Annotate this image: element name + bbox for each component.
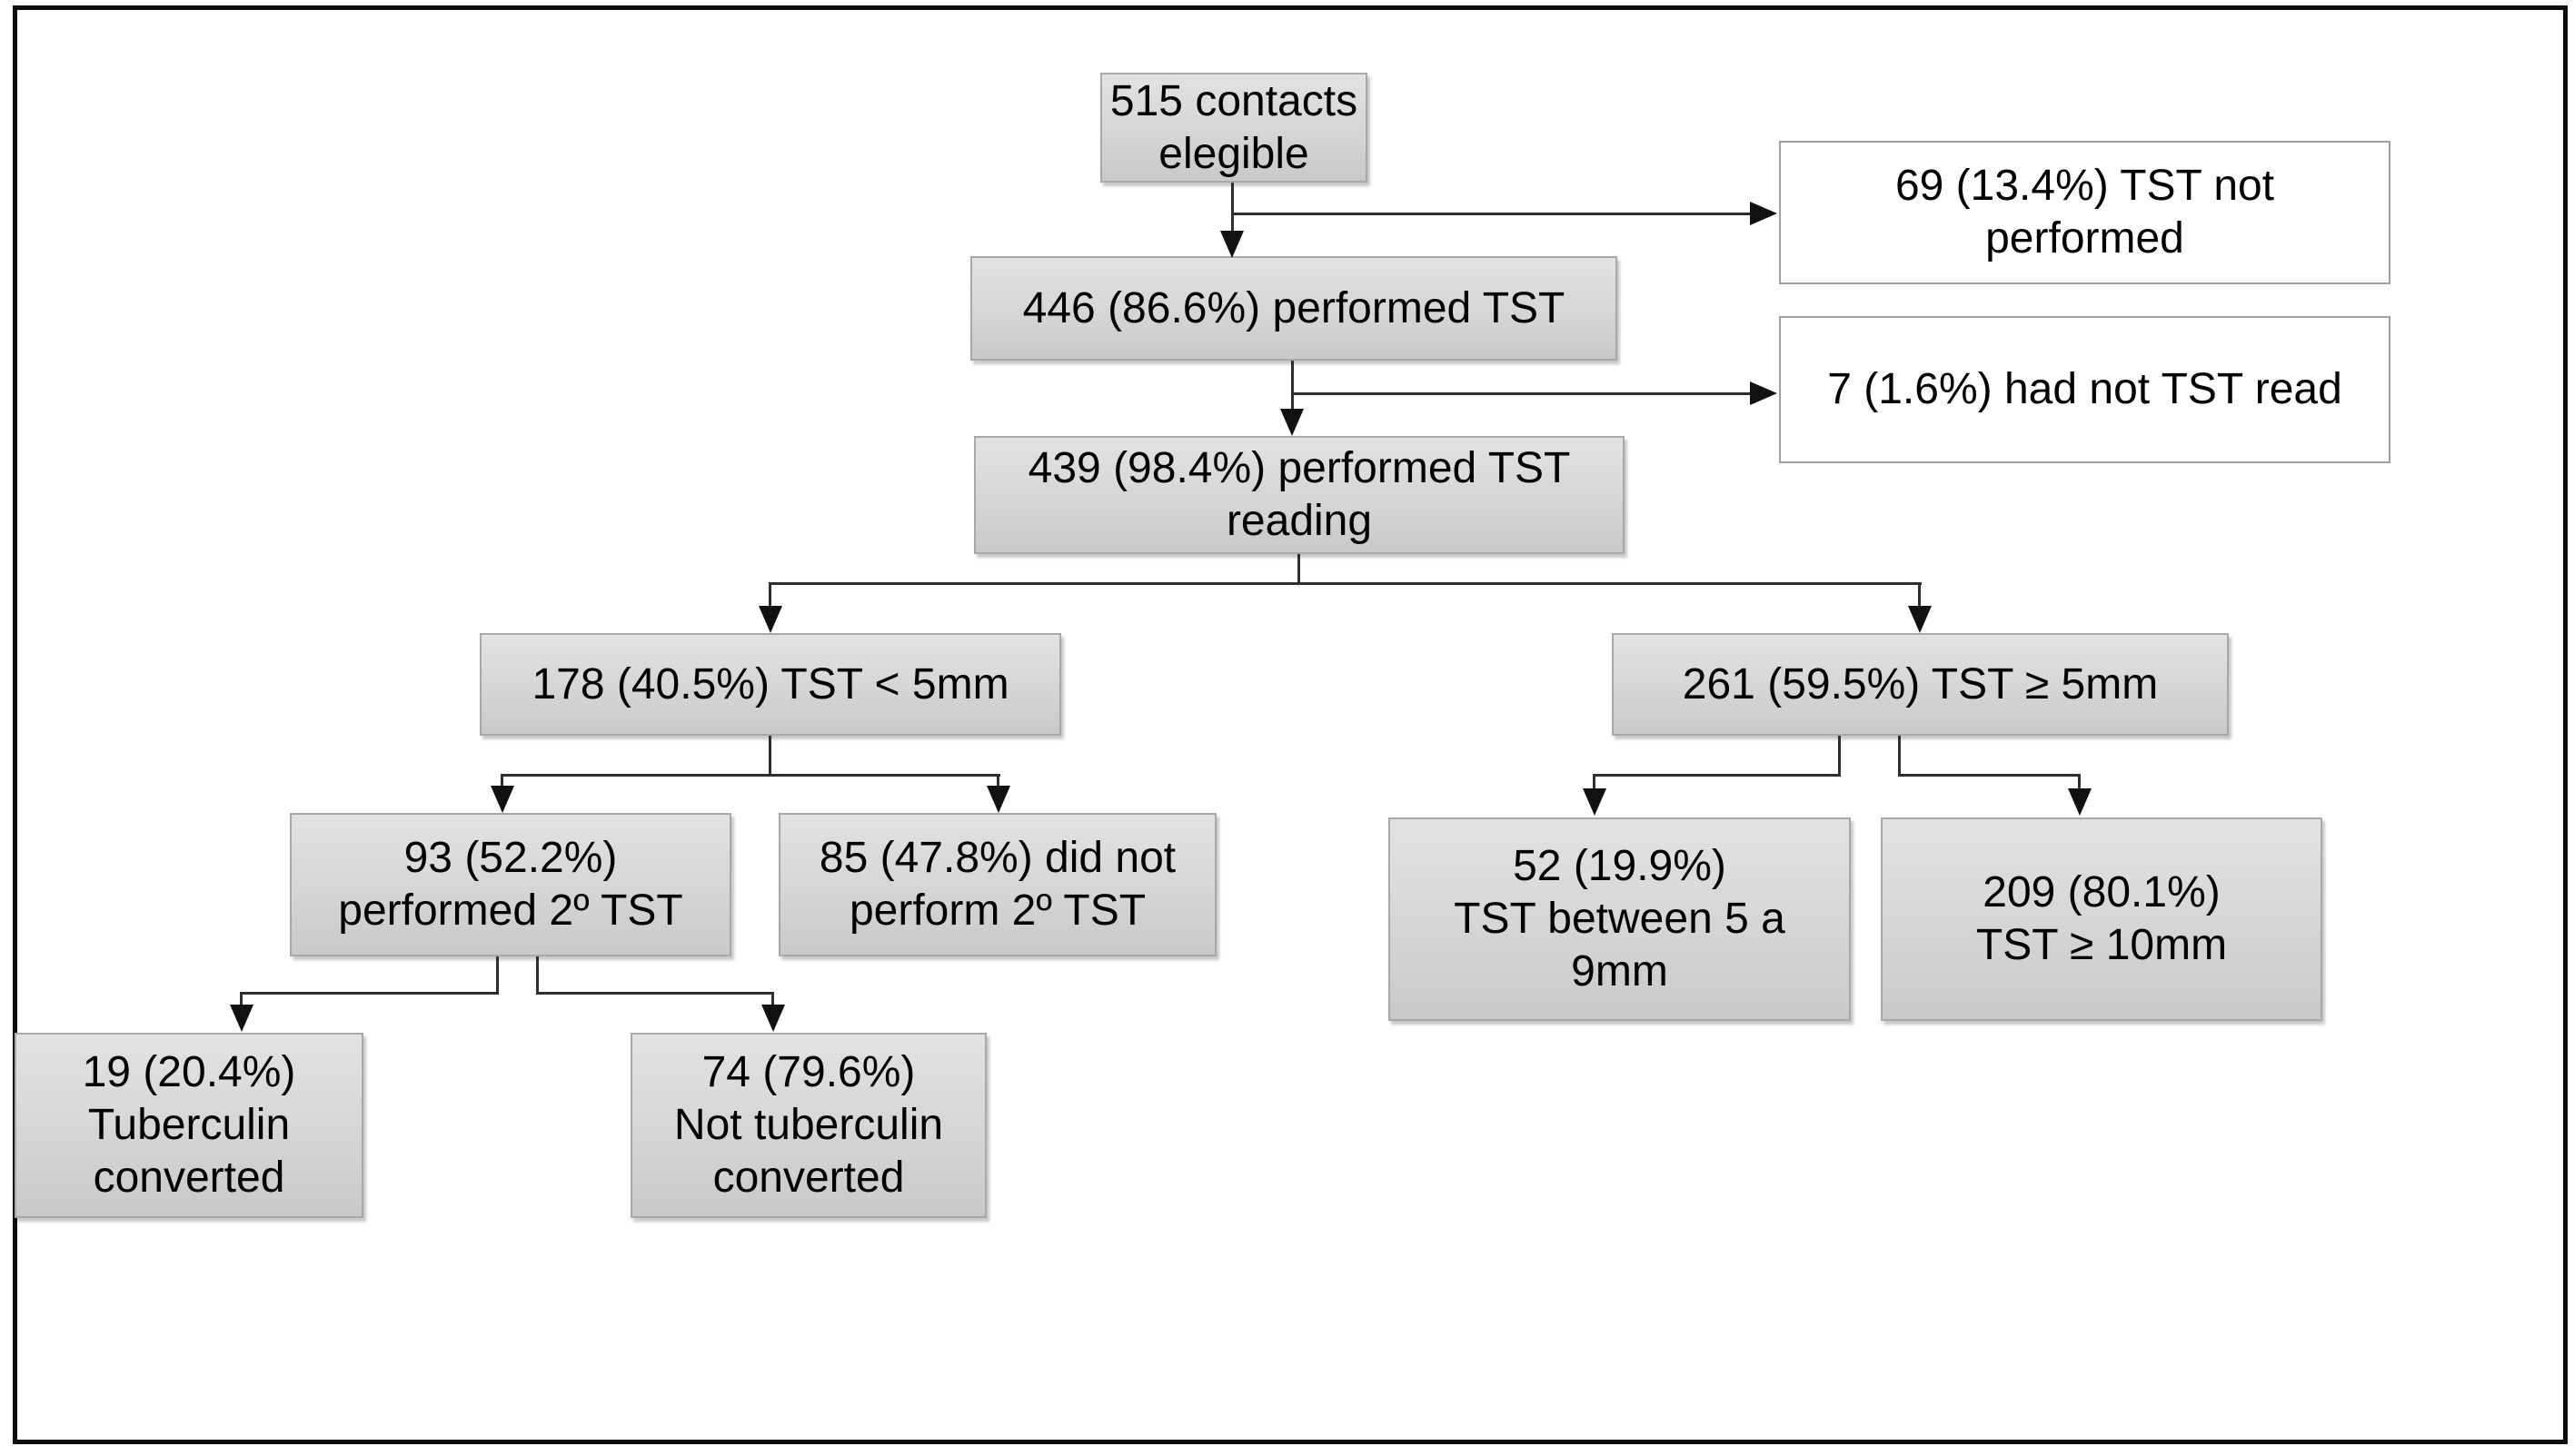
node-tst-not-performed: 69 (13.4%) TST not performed [1779, 141, 2390, 284]
node-text: 515 contacts [1109, 76, 1358, 125]
connector-line [769, 736, 771, 777]
connector-line [769, 582, 771, 608]
connector-line [240, 992, 243, 1006]
node-tst-under-5mm: 178 (40.5%) TST < 5mm [480, 633, 1061, 736]
node-tst-5mm-or-more: 261 (59.5%) TST ≥ 5mm [1612, 633, 2229, 736]
arrowhead-down-icon [1220, 231, 1244, 258]
node-text: converted [712, 1154, 905, 1202]
arrowhead-down-icon [1280, 409, 1304, 436]
node-text: TST ≥ 10mm [1975, 921, 2228, 969]
connector-line [1593, 774, 1595, 788]
node-text: 439 (98.4%) performed TST [1028, 444, 1571, 492]
connector-line [1231, 183, 1234, 233]
connector-line [2078, 774, 2081, 788]
arrowhead-down-icon [2068, 788, 2092, 816]
arrowhead-down-icon [1583, 788, 1606, 816]
node-performed-tst: 446 (86.6%) performed TST [970, 256, 1617, 361]
connector-line [1232, 213, 1750, 215]
connector-line [770, 582, 1922, 585]
connector-line [997, 774, 999, 788]
node-tst-5-to-9mm: 52 (19.9%) TST between 5 a 9mm [1388, 817, 1851, 1021]
node-text: 52 (19.9%) [1513, 842, 1726, 890]
node-text: 261 (59.5%) TST ≥ 5mm [1682, 659, 2159, 708]
connector-line [1595, 774, 1841, 777]
node-text: performed [1985, 214, 2184, 262]
arrowhead-down-icon [1908, 606, 1932, 633]
connector-line [1898, 736, 1901, 777]
connector-line [1838, 736, 1841, 777]
node-tst-10mm-or-more: 209 (80.1%) TST ≥ 10mm [1881, 817, 2322, 1021]
node-tst-reading: 439 (98.4%) performed TST reading [974, 436, 1625, 554]
node-text: TST between 5 a [1454, 895, 1785, 943]
node-text: elegible [1158, 129, 1309, 178]
node-text: performed 2º TST [338, 886, 683, 935]
node-text: 69 (13.4%) TST not [1894, 162, 2275, 210]
node-text: 74 (79.6%) [701, 1048, 916, 1096]
connector-line [1918, 582, 1921, 608]
node-text: Not tuberculin [673, 1101, 944, 1149]
node-text: perform 2º TST [849, 886, 1147, 935]
node-text: 209 (80.1%) [1983, 868, 2221, 916]
node-text: reading [1226, 497, 1373, 545]
node-text: 93 (52.2%) [403, 834, 618, 882]
connector-line [536, 956, 539, 995]
connector-line [240, 992, 499, 995]
node-text: 19 (20.4%) [82, 1048, 296, 1096]
node-eligible-contacts: 515 contacts elegible [1100, 73, 1367, 183]
node-text: 85 (47.8%) did not [819, 834, 1177, 882]
arrowhead-down-icon [987, 786, 1010, 813]
arrowhead-down-icon [230, 1005, 253, 1032]
node-text: Tuberculin [87, 1101, 291, 1149]
node-second-tst: 93 (52.2%) performed 2º TST [290, 813, 731, 956]
connector-line [1898, 774, 2081, 777]
node-no-second-tst: 85 (47.8%) did not perform 2º TST [779, 813, 1217, 956]
figure-border [13, 5, 2568, 1444]
connector-line [771, 992, 774, 1006]
connector-line [1291, 361, 1294, 411]
node-text: 7 (1.6%) had not TST read [1827, 365, 2342, 413]
arrowhead-right-icon [1750, 381, 1777, 405]
connector-line [501, 774, 503, 788]
connector-line [1297, 554, 1300, 585]
arrowhead-down-icon [759, 606, 782, 633]
node-tuberculin-converted: 19 (20.4%) Tuberculin converted [15, 1033, 363, 1218]
connector-line [501, 774, 1000, 777]
node-tst-not-read: 7 (1.6%) had not TST read [1779, 316, 2390, 463]
node-not-tuberculin-converted: 74 (79.6%) Not tuberculin converted [631, 1033, 987, 1218]
connector-line [536, 992, 774, 995]
arrowhead-right-icon [1750, 202, 1777, 225]
connector-line [496, 956, 499, 995]
node-text: 446 (86.6%) performed TST [1022, 283, 1565, 332]
arrowhead-down-icon [761, 1005, 785, 1032]
node-text: 178 (40.5%) TST < 5mm [532, 659, 1009, 708]
connector-line [1292, 392, 1750, 395]
arrowhead-down-icon [491, 786, 514, 813]
node-text: converted [93, 1154, 285, 1202]
node-text: 9mm [1571, 947, 1668, 995]
